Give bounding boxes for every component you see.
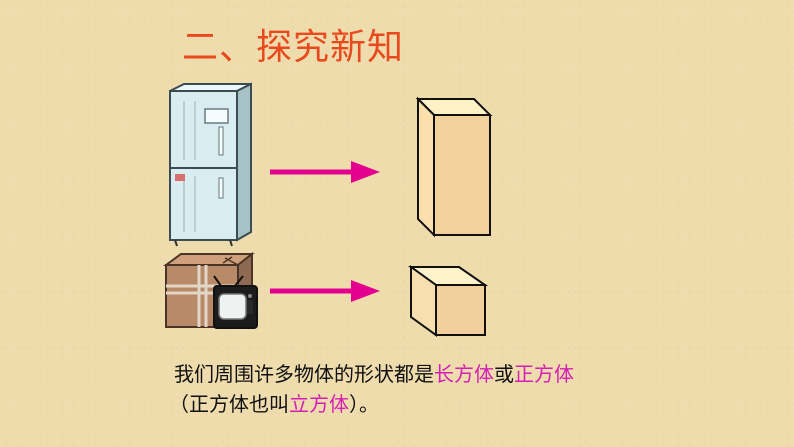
box-and-tv-image (162, 251, 258, 329)
caption-line-1: 我们周围许多物体的形状都是长方体或正方体 (174, 359, 694, 389)
caption-line-2-part-1: （正方体也叫 (169, 392, 289, 416)
cuboid-shape (415, 96, 493, 238)
top-right-arrow (270, 161, 380, 183)
cube-alias-term: 立方体 (289, 392, 349, 416)
bottom-right-arrow (270, 280, 380, 302)
caption-line-1-part-2: 或 (494, 362, 514, 386)
caption: 我们周围许多物体的形状都是长方体或正方体 （正方体也叫立方体）。 (169, 359, 694, 419)
caption-line-1-part-1: 我们周围许多物体的形状都是 (174, 362, 434, 386)
cuboid-term: 长方体 (434, 362, 494, 386)
refrigerator-image (169, 82, 252, 247)
cube-shape (407, 265, 489, 337)
caption-line-2: （正方体也叫立方体）。 (169, 389, 694, 419)
caption-line-2-part-2: ）。 (349, 392, 379, 416)
section-title: 二、探究新知 (182, 27, 405, 68)
cube-term: 正方体 (514, 362, 574, 386)
